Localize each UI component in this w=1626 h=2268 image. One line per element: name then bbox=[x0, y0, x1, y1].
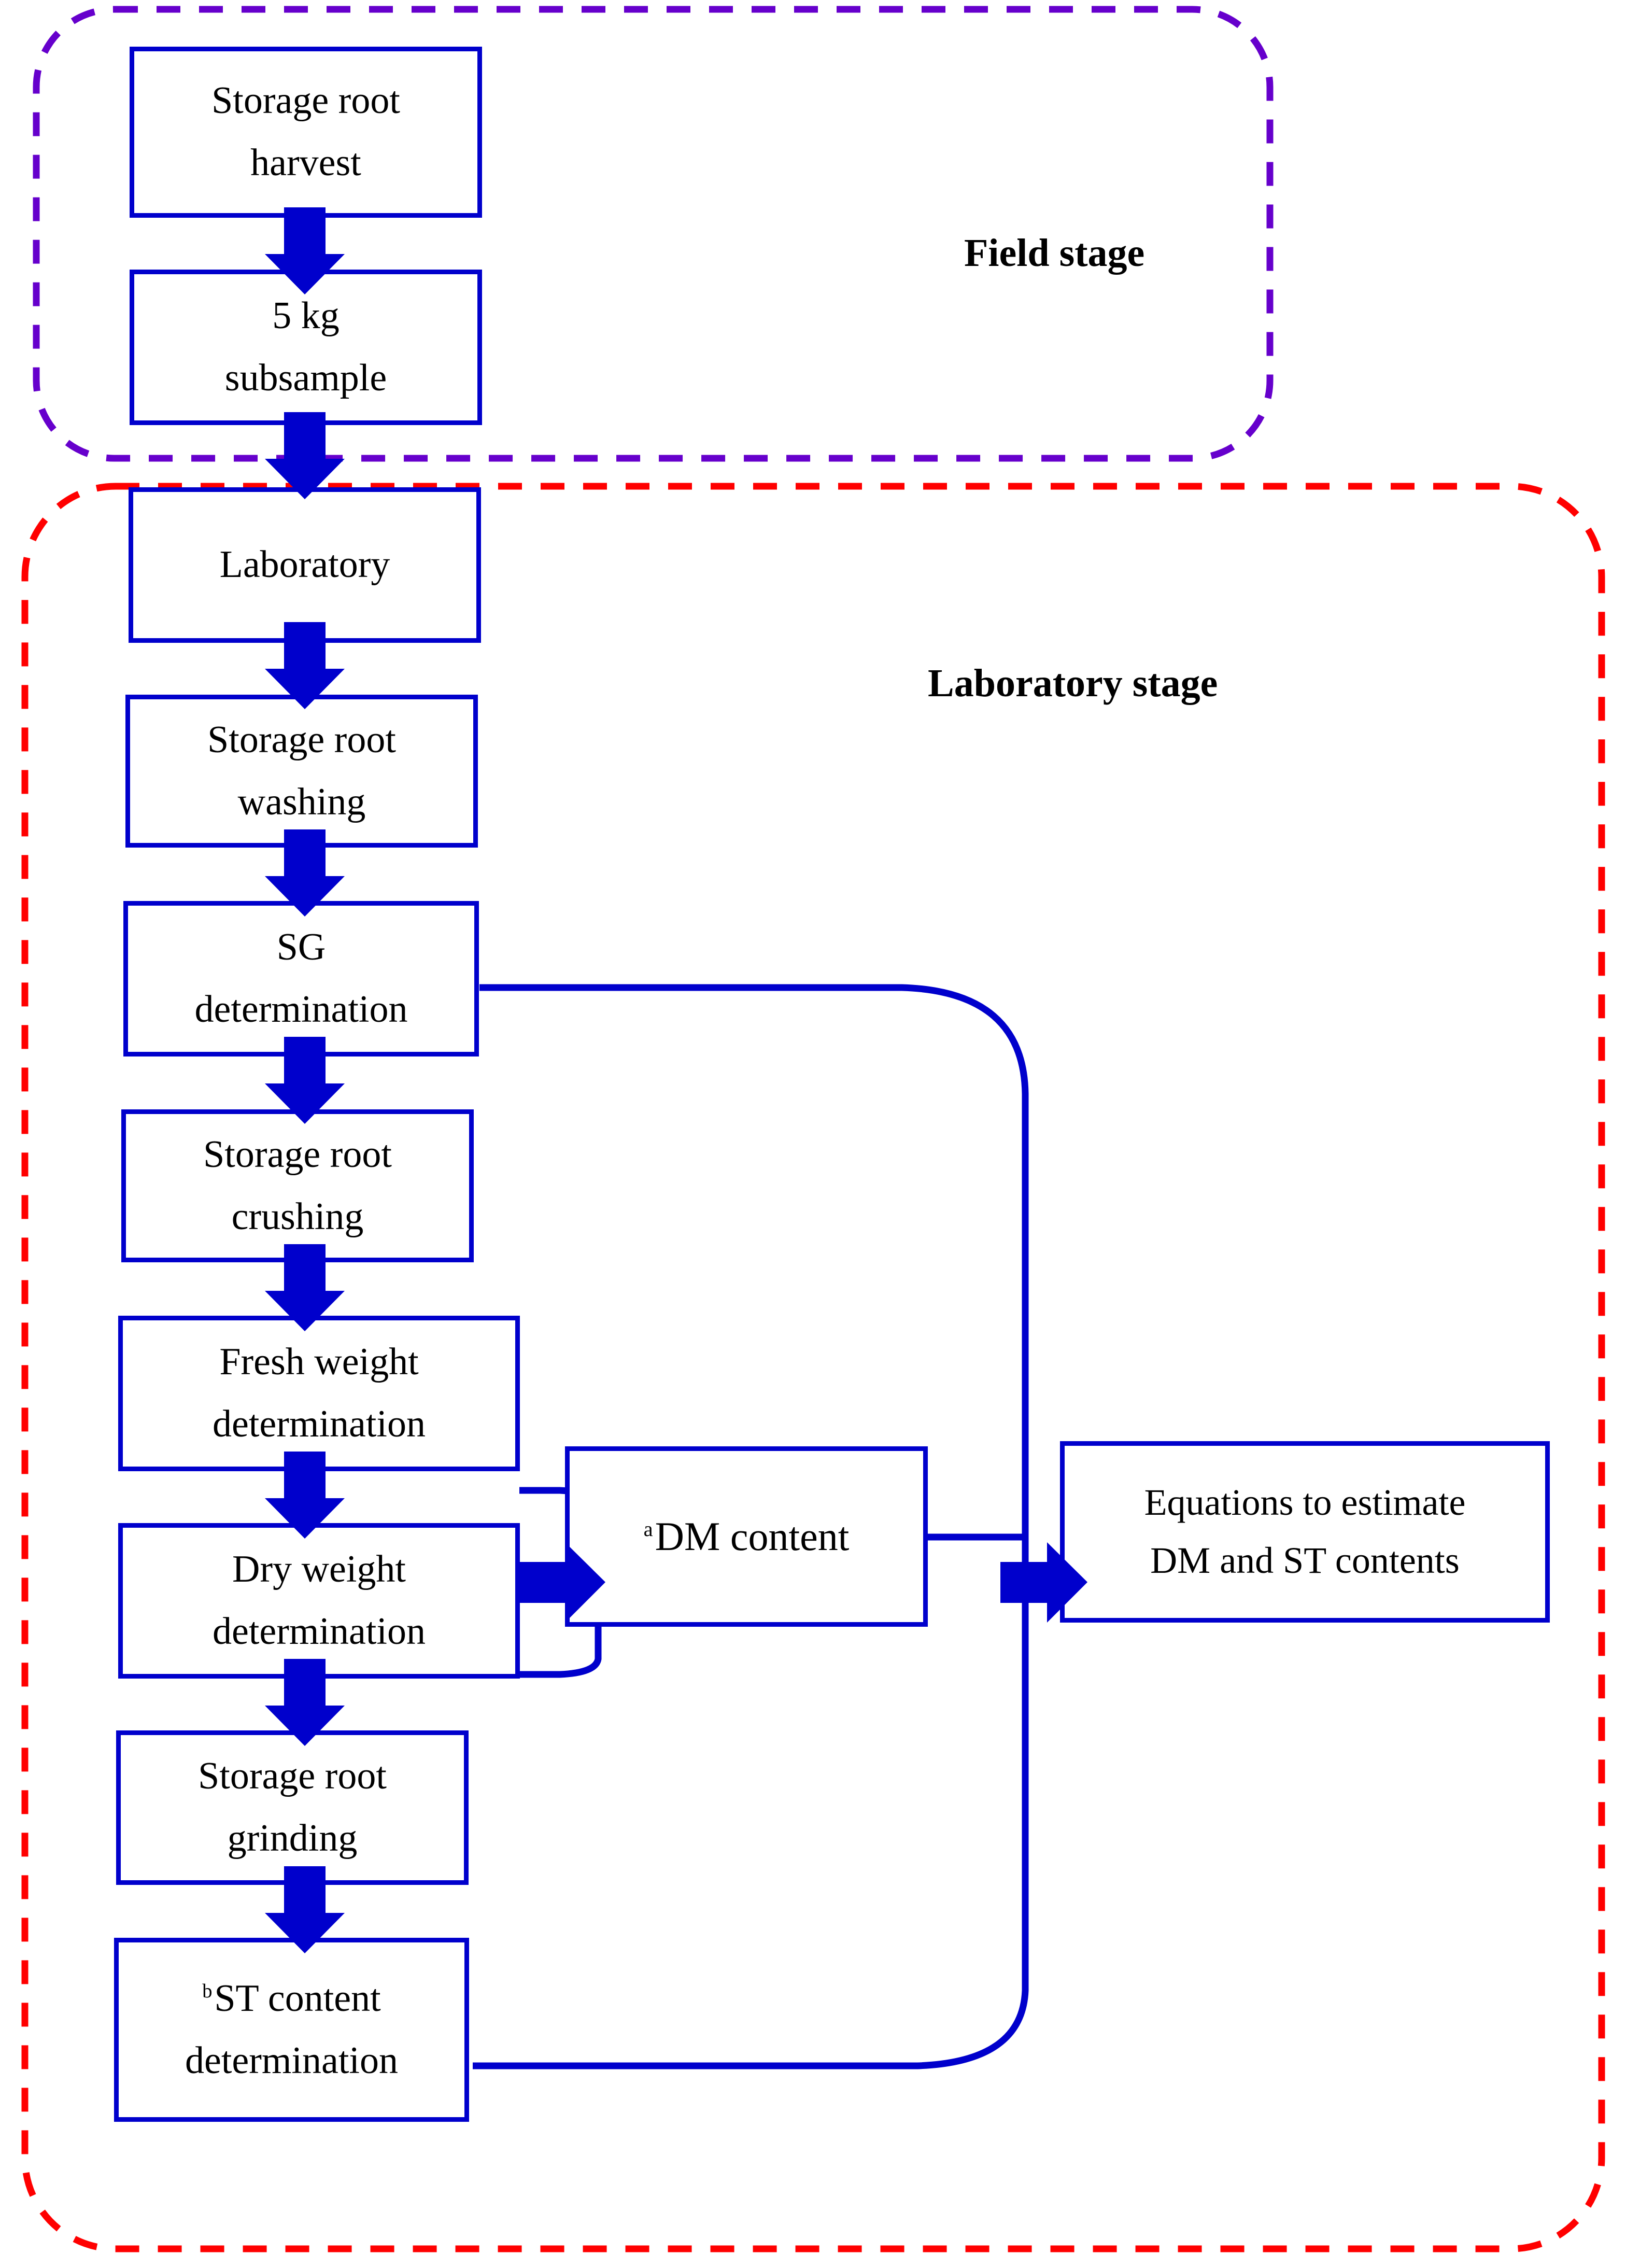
node-storage-root-crushing[interactable]: Storage root crushing bbox=[121, 1109, 474, 1262]
node-line: washing bbox=[237, 780, 366, 823]
node-line: Storage root bbox=[211, 79, 400, 122]
node-laboratory[interactable]: Laboratory bbox=[129, 487, 481, 643]
edge-dry-weight-bracket bbox=[519, 1638, 602, 1678]
node-storage-root-washing[interactable]: Storage root washing bbox=[125, 695, 478, 848]
node-line: Storage root bbox=[198, 1755, 387, 1798]
superscript-marker-a: a bbox=[643, 1517, 653, 1541]
node-line: Laboratory bbox=[219, 543, 390, 586]
node-fresh-weight-determination[interactable]: Fresh weight determination bbox=[118, 1316, 520, 1471]
laboratory-stage-label: Laboratory stage bbox=[928, 661, 1218, 705]
node-line-with-superscript: aDM content bbox=[644, 1504, 850, 1569]
edge-sg-to-equations bbox=[479, 984, 1029, 1494]
node-equations[interactable]: Equations to estimate DM and ST contents bbox=[1060, 1441, 1550, 1623]
node-line: determination bbox=[213, 1610, 426, 1653]
arrow-subsample-to-laboratory bbox=[265, 412, 345, 499]
node-line: Equations to estimate bbox=[1144, 1482, 1466, 1524]
node-line: SG bbox=[276, 926, 326, 969]
field-stage-label: Field stage bbox=[964, 231, 1145, 275]
node-dry-weight-determination[interactable]: Dry weight determination bbox=[118, 1523, 520, 1679]
node-line: Fresh weight bbox=[219, 1341, 419, 1384]
node-line: ST content bbox=[214, 1977, 381, 2020]
node-line: determination bbox=[194, 988, 408, 1031]
node-line: 5 kg bbox=[272, 294, 340, 337]
node-sg-determination[interactable]: SG determination bbox=[123, 901, 479, 1056]
node-line: Dry weight bbox=[232, 1548, 406, 1591]
node-line: Storage root bbox=[203, 1133, 392, 1176]
node-line: DM content bbox=[655, 1513, 850, 1559]
node-line: determination bbox=[213, 1403, 426, 1445]
superscript-marker-b: b bbox=[202, 1980, 213, 2002]
node-storage-root-harvest[interactable]: Storage root harvest bbox=[130, 47, 482, 218]
node-line: Storage root bbox=[207, 718, 396, 761]
node-5kg-subsample[interactable]: 5 kg subsample bbox=[130, 270, 482, 425]
node-line: crushing bbox=[231, 1195, 364, 1238]
node-storage-root-grinding[interactable]: Storage root grinding bbox=[116, 1730, 469, 1885]
node-dm-content[interactable]: aDM content bbox=[565, 1446, 928, 1627]
node-line: DM and ST contents bbox=[1150, 1540, 1460, 1581]
node-line: grinding bbox=[227, 1817, 358, 1860]
node-line-with-superscript: bST content bbox=[202, 1968, 380, 2030]
node-line: subsample bbox=[224, 357, 387, 399]
node-line: harvest bbox=[250, 142, 361, 184]
node-line: determination bbox=[185, 2039, 398, 2082]
node-st-content-determination[interactable]: bST content determination bbox=[114, 1938, 469, 2122]
